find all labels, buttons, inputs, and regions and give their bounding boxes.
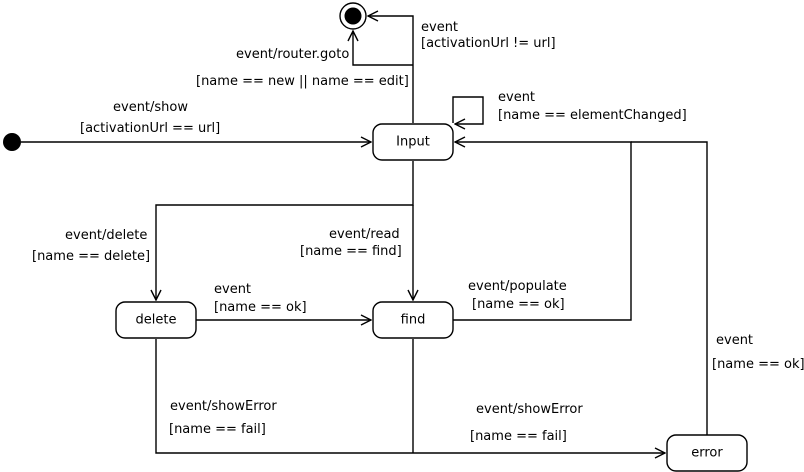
label-delete-error-event: event/showError (170, 399, 277, 414)
label-find-error-guard: [name == fail] (470, 429, 567, 444)
label-to-delete-event: event/delete (65, 228, 147, 243)
state-error-label: error (691, 446, 723, 461)
state-input-label: Input (396, 135, 430, 150)
label-to-final-event: event (421, 20, 458, 35)
label-error-to-input-guard: [name == ok] (712, 357, 804, 372)
edge-input-to-final (368, 16, 414, 123)
state-error: error (666, 434, 748, 472)
edge-input-to-delete (156, 161, 414, 300)
label-to-delete-guard: [name == delete] (32, 249, 150, 264)
edge-error-to-input (631, 141, 708, 435)
initial-state (3, 133, 21, 151)
label-router-goto-event: event/router.goto (236, 47, 349, 62)
state-find-label: find (401, 313, 426, 328)
label-self-loop-event: event (498, 90, 535, 105)
label-delete-to-find-guard: [name == ok] (214, 300, 307, 315)
final-state (339, 2, 367, 30)
label-to-final-guard: [activationUrl != url] (421, 36, 556, 51)
label-populate-event: event/populate (468, 279, 567, 294)
label-self-loop-guard: [name == elementChanged] (498, 108, 687, 123)
label-populate-guard: [name == ok] (472, 297, 565, 312)
edge-router-goto (353, 31, 413, 66)
edge-delete-to-error (155, 339, 665, 453)
state-find: find (372, 301, 454, 339)
state-delete: delete (115, 301, 197, 339)
label-to-find-event: event/read (329, 227, 400, 242)
label-error-to-input-event: event (716, 333, 753, 348)
label-initial-event: event/show (113, 100, 188, 115)
label-delete-error-guard: [name == fail] (169, 422, 266, 437)
label-delete-to-find-event: event (214, 282, 251, 297)
state-delete-label: delete (136, 313, 177, 328)
edge-find-populate (453, 142, 632, 321)
label-initial-guard: [activationUrl == url] (80, 121, 220, 136)
label-find-error-event: event/showError (476, 402, 583, 417)
label-to-find-guard: [name == find] (300, 244, 402, 259)
state-input: Input (372, 123, 454, 161)
label-router-goto-guard: [name == new || name == edit] (196, 74, 409, 89)
edge-self-loop (452, 96, 484, 124)
